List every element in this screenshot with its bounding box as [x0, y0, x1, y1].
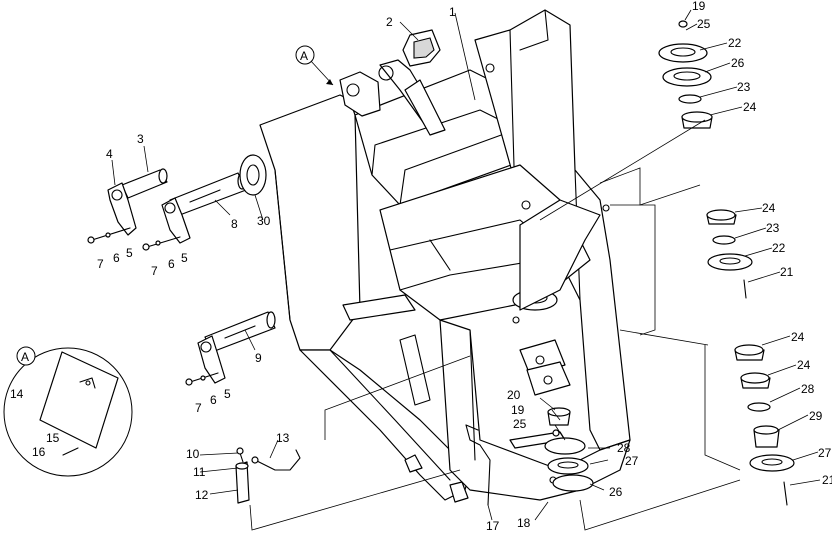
callout-2: 2: [386, 15, 393, 29]
bearing-stack-lower: [734, 344, 795, 506]
callout-26b: 26: [731, 56, 745, 70]
washer-part-30: [239, 154, 267, 196]
plate-part-2: [402, 29, 441, 67]
callout-28b: 28: [801, 382, 815, 396]
callout-23b: 23: [766, 221, 780, 235]
callout-5c: 5: [224, 387, 231, 401]
callout-27a: 27: [625, 454, 639, 468]
callout-21a: 21: [780, 265, 794, 279]
callout-30: 30: [257, 214, 271, 228]
callout-7c: 7: [195, 401, 202, 415]
fitting-part-10-12: [235, 447, 250, 504]
callout-13: 13: [276, 431, 290, 445]
callout-10: 10: [186, 447, 200, 461]
bolt-set-upper-left: [87, 227, 131, 244]
bracket-part-5c: [197, 335, 226, 384]
callout-7a: 7: [97, 257, 104, 271]
bracket-part-5b: [161, 197, 191, 244]
callout-5b: 5: [181, 251, 188, 265]
callout-3: 3: [137, 132, 144, 146]
callout-6b: 6: [168, 257, 175, 271]
hose-part-13: [251, 449, 301, 471]
callout-24d: 24: [797, 358, 811, 372]
callout-17: 17: [486, 519, 500, 533]
callout-24c: 24: [791, 330, 805, 344]
callout-21b: 21: [822, 473, 832, 487]
bolt-set-upper-mid: [142, 236, 181, 251]
pivot-stack-bottom: [509, 407, 594, 492]
pin-part-3: [121, 168, 168, 199]
callout-26a: 26: [609, 485, 623, 499]
bearing-stack-upper: [658, 20, 713, 129]
callout-23a: 23: [737, 80, 751, 94]
callout-6a: 6: [113, 251, 120, 265]
detail-marker: A: [295, 45, 315, 65]
callout-19b: 19: [692, 0, 706, 13]
pin-part-8: [169, 172, 247, 217]
tube-part-17: [465, 424, 491, 506]
callout-18: 18: [517, 516, 531, 530]
bearing-stack-middle: [706, 209, 753, 299]
bolt-set-lower: [185, 372, 219, 386]
leader-lines: [39, 9, 821, 531]
callout-27b: 27: [818, 446, 832, 460]
front-frame: [259, 9, 631, 503]
callout-25a: 25: [513, 417, 527, 431]
callout-12: 12: [195, 488, 209, 502]
detail-inset: [3, 347, 133, 477]
callout-24b: 24: [762, 201, 776, 215]
callout-8: 8: [231, 217, 238, 231]
callout-15: 15: [46, 431, 60, 445]
callout-22b: 22: [772, 241, 786, 255]
callout-29: 29: [809, 409, 823, 423]
detail-marker-label: A: [300, 49, 308, 63]
callout-24a: 24: [743, 100, 757, 114]
callout-25b: 25: [697, 17, 711, 31]
callout-20: 20: [507, 388, 521, 402]
callout-16: 16: [32, 445, 46, 459]
detail-inset-marker-label: A: [21, 350, 29, 364]
callout-1: 1: [449, 5, 456, 19]
detail-arrow: [309, 59, 334, 86]
detail-inset-marker: A: [16, 346, 36, 366]
callout-4: 4: [106, 147, 113, 161]
callout-9: 9: [255, 351, 262, 365]
callout-7b: 7: [151, 264, 158, 278]
callout-5a: 5: [126, 246, 133, 260]
callout-14: 14: [10, 387, 24, 401]
callout-28a: 28: [617, 441, 631, 455]
bracket-part-4: [107, 182, 137, 236]
callout-labels: 1 2 3 4 5 6 7 5 6 7 8 30 9 5 6 7 10 11 1…: [10, 0, 832, 533]
callout-11: 11: [193, 465, 206, 479]
callout-22a: 22: [728, 36, 742, 50]
callout-19a: 19: [511, 403, 525, 417]
callout-6c: 6: [210, 393, 217, 407]
